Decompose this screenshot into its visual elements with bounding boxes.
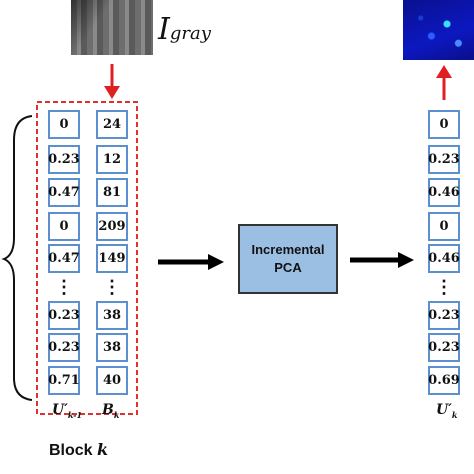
black-arrow-1-head	[208, 254, 224, 270]
block-label: Block k	[49, 440, 108, 460]
left-cell-8: 0.71	[48, 366, 80, 395]
mid-cell-3: 209	[96, 212, 128, 241]
left-brace-icon	[1, 115, 33, 401]
left-cell-6: 0.23	[48, 301, 80, 330]
right-cell-7: 0.23	[428, 333, 460, 362]
incremental-pca-box: Incremental PCA	[238, 224, 338, 294]
block-k-border	[36, 101, 138, 415]
grayscale-input-image	[71, 0, 153, 55]
input-image-label: Igray	[158, 12, 211, 47]
red-down-arrow-head	[104, 86, 120, 99]
mid-cell-6: 38	[96, 301, 128, 330]
left-label-sub: k-1	[67, 409, 83, 420]
right-cell-0: 0	[428, 110, 460, 139]
right-cell-1: 0.23	[428, 145, 460, 174]
left-cell-0: 0	[48, 110, 80, 139]
left-cell-7: 0.23	[48, 333, 80, 362]
right-cell-6: 0.23	[428, 301, 460, 330]
middle-column-label: Bk	[102, 402, 119, 420]
left-label-main: U′	[52, 402, 68, 418]
right-cell-2: 0.46	[428, 178, 460, 207]
mid-cell-4: 149	[96, 244, 128, 273]
block-label-var: k	[97, 440, 109, 459]
pca-box-line2: PCA	[274, 260, 302, 275]
mid-ellipsis: ⋮	[103, 277, 121, 298]
mid-label-sub: k	[113, 409, 120, 420]
pca-box-line1: Incremental	[251, 242, 325, 257]
mid-cell-8: 40	[96, 366, 128, 395]
left-cell-4: 0.47	[48, 244, 80, 273]
right-cell-8: 0.69	[428, 366, 460, 395]
black-arrow-2-head	[398, 252, 414, 268]
mid-cell-2: 81	[96, 178, 128, 207]
right-cell-3: 0	[428, 212, 460, 241]
input-image-symbol: I	[158, 12, 170, 47]
left-column-label: U′k-1	[52, 402, 82, 420]
mid-label-main: B	[102, 402, 114, 418]
left-ellipsis: ⋮	[55, 277, 73, 298]
left-cell-3: 0	[48, 212, 80, 241]
left-cell-1: 0.23	[48, 145, 80, 174]
right-cell-4: 0.46	[428, 244, 460, 273]
mid-cell-7: 38	[96, 333, 128, 362]
left-cell-2: 0.47	[48, 178, 80, 207]
red-up-arrow-head	[436, 65, 452, 78]
heatmap-output-image	[403, 0, 474, 60]
mid-cell-1: 12	[96, 145, 128, 174]
block-label-prefix: Block	[49, 442, 98, 459]
right-ellipsis: ⋮	[435, 277, 453, 298]
right-column-label: U′k	[436, 402, 457, 420]
mid-cell-0: 24	[96, 110, 128, 139]
input-image-subscript: gray	[169, 23, 211, 44]
right-label-sub: k	[451, 409, 458, 420]
right-label-main: U′	[436, 402, 452, 418]
